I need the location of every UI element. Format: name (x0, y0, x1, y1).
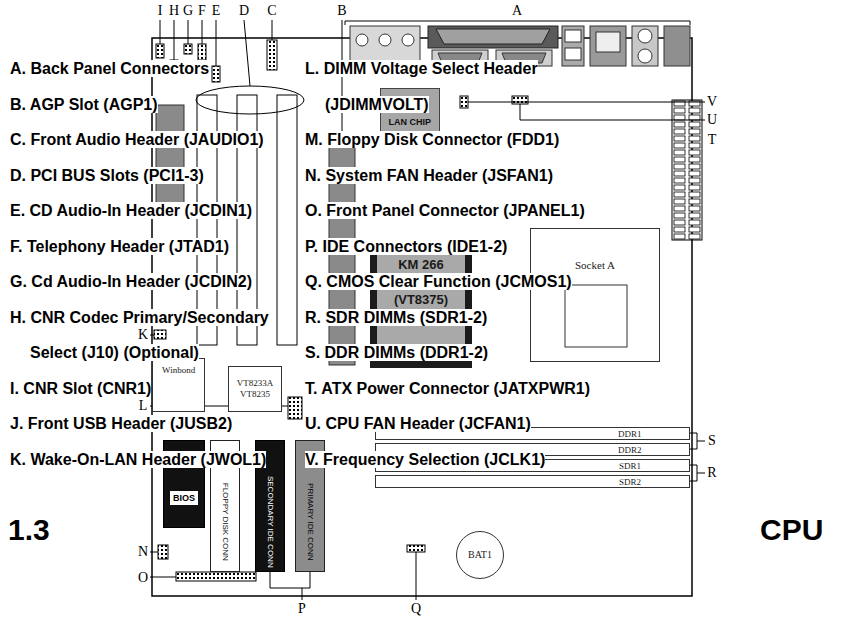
legend-line: R. SDR DIMMs (SDR1-2) (305, 300, 487, 336)
legend-entry: K. Wake-On-LAN Header (JWOL1) (10, 451, 266, 468)
callout-letter: D (239, 3, 249, 19)
component-label: DDR2 (618, 445, 642, 455)
legend-line: K. Wake-On-LAN Header (JWOL1) (10, 442, 266, 478)
legend-entry: J. Front USB Header (JUSB2) (10, 415, 232, 432)
io-chip: Winbond (152, 358, 205, 412)
legend-entry: R. SDR DIMMs (SDR1-2) (305, 309, 487, 326)
legend-line: I. CNR Slot (CNR1) (10, 371, 151, 407)
legend-line: T. ATX Power Connector (JATXPWR1) (305, 371, 590, 407)
legend-entry: D. PCI BUS Slots (PCI1-3) (10, 167, 204, 184)
legend-line: F. Telephony Header (JTAD1) (10, 229, 229, 265)
callout-letter: L (139, 398, 148, 414)
component-label: BAT1 (468, 549, 492, 561)
legend-entry: B. AGP Slot (AGP1) (10, 96, 158, 113)
legend-entry: L. DIMM Voltage Select Header (JDIMMVOLT… (305, 60, 538, 113)
southbridge-chip: VT8233A VT8235 (228, 366, 282, 412)
callout-letter: Q (411, 601, 421, 617)
component-label: Winbond (162, 365, 195, 376)
component-label: BIOS (170, 491, 198, 506)
memory-slot: SDR2 (375, 475, 690, 488)
heading-fragment: CPU (760, 513, 823, 548)
legend-line: C. Front Audio Header (JAUDIO1) (10, 122, 264, 158)
legend-line: P. IDE Connectors (IDE1-2) (305, 229, 507, 265)
callout-letter: K (138, 327, 148, 343)
component-label: SECONDARY IDE CONN (265, 476, 275, 568)
callout-letter: V (707, 94, 717, 110)
section-number: 1.3 (8, 513, 50, 548)
callout-letter: A (512, 3, 522, 19)
callout-letter: U (707, 112, 717, 128)
legend-line: N. System FAN Header (JSFAN1) (305, 158, 553, 194)
component-label: Socket A (575, 259, 615, 272)
component-label: FLOPPY DISK CONN (220, 483, 230, 561)
callout-letter: O (138, 570, 148, 586)
callout-letter: H (169, 3, 179, 19)
legend-entry: O. Front Panel Connector (JPANEL1) (305, 202, 585, 219)
legend-line: D. PCI BUS Slots (PCI1-3) (10, 158, 204, 194)
battery: BAT1 (456, 531, 504, 579)
callout-letter: I (158, 3, 163, 19)
legend-entry: P. IDE Connectors (IDE1-2) (305, 238, 507, 255)
legend-line: M. Floppy Disk Connector (FDD1) (305, 122, 559, 158)
legend-line: Q. CMOS Clear Function (JCMOS1) (305, 264, 572, 300)
legend-entry: V. Frequency Selection (JCLK1) (305, 451, 545, 468)
legend-entry: N. System FAN Header (JSFAN1) (305, 167, 553, 184)
callout-letter: E (212, 3, 221, 19)
legend-entry: A. Back Panel Connectors (10, 60, 209, 77)
component-label: LAN CHIP (389, 117, 432, 128)
component-label: SDR1 (619, 461, 641, 471)
callout-letter: N (138, 544, 148, 560)
callout-letter: R (707, 465, 716, 481)
legend-line: S. DDR DIMMs (DDR1-2) (305, 335, 488, 371)
legend-entry: T. ATX Power Connector (JATXPWR1) (305, 380, 590, 397)
component-label: DDR1 (618, 429, 642, 439)
legend-entry: E. CD Audio-In Header (JCDIN1) (10, 202, 252, 219)
legend-line: L. DIMM Voltage Select Header (JDIMMVOLT… (305, 51, 587, 122)
callout-letter: T (708, 132, 717, 148)
legend-line: U. CPU FAN Header (JCFAN1) (305, 406, 531, 442)
callout-letter: S (708, 433, 716, 449)
legend-entry: Q. CMOS Clear Function (JCMOS1) (305, 273, 572, 290)
legend-line: E. CD Audio-In Header (JCDIN1) (10, 193, 252, 229)
legend-entry: F. Telephony Header (JTAD1) (10, 238, 229, 255)
callout-letter: F (198, 3, 206, 19)
legend-line: G. Cd Audio-In Header (JCDIN2) (10, 264, 252, 300)
legend-entry: S. DDR DIMMs (DDR1-2) (305, 344, 488, 361)
legend-line: B. AGP Slot (AGP1) (10, 87, 158, 123)
legend-entry: C. Front Audio Header (JAUDIO1) (10, 131, 264, 148)
legend-line: J. Front USB Header (JUSB2) (10, 406, 232, 442)
callout-letter: P (298, 601, 306, 617)
legend-entry: M. Floppy Disk Connector (FDD1) (305, 131, 559, 148)
component-label: SDR2 (619, 477, 641, 487)
legend-line: H. CNR Codec Primary/Secondary Select (J… (10, 300, 292, 371)
cpu-socket: Socket A (530, 228, 660, 362)
callout-letter: B (337, 3, 346, 19)
callout-letter: G (183, 3, 193, 19)
legend-line: V. Frequency Selection (JCLK1) (305, 442, 545, 478)
legend-line: O. Front Panel Connector (JPANEL1) (305, 193, 585, 229)
component-label: VT8233A VT8235 (232, 378, 278, 400)
legend-line: A. Back Panel Connectors (10, 51, 209, 87)
legend-entry: U. CPU FAN Header (JCFAN1) (305, 415, 531, 432)
component-label: PRIMARY IDE CONN (305, 483, 315, 561)
legend-entry: G. Cd Audio-In Header (JCDIN2) (10, 273, 252, 290)
legend-entry: I. CNR Slot (CNR1) (10, 380, 151, 397)
callout-letter: C (267, 3, 276, 19)
